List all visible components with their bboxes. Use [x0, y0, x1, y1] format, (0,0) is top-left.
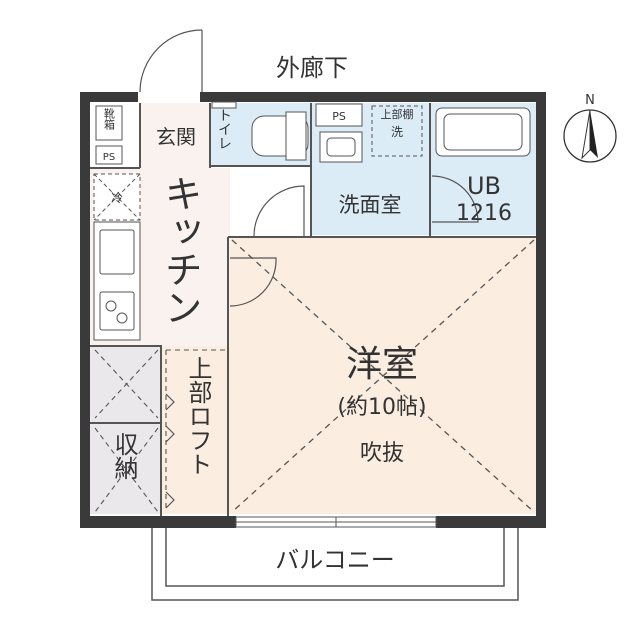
ps-box-entrance	[95, 145, 123, 165]
fukinuke-label: 吹抜	[360, 441, 404, 466]
balcony-window	[235, 516, 437, 528]
bath-door	[431, 175, 479, 223]
western-room-label: 洋室	[346, 344, 418, 385]
room-door	[229, 257, 277, 307]
entrance-door	[139, 29, 203, 93]
washbasin-bowl-icon	[326, 137, 356, 157]
upper-shelf-label: 上部棚	[381, 107, 414, 121]
compass-icon	[563, 109, 617, 163]
loft-label: 上部ロフト	[184, 356, 212, 476]
washroom-label: 洗面室	[339, 193, 402, 217]
shoe-box-label: 靴箱	[103, 107, 116, 131]
ub-label: UB	[467, 172, 501, 200]
bathtub-icon	[435, 107, 531, 157]
burner-2-icon	[116, 312, 128, 324]
fridge-label: 冷	[111, 191, 123, 205]
corridor-label: 外廊下	[276, 54, 348, 82]
ps-top-label: PS	[332, 110, 346, 123]
fukinuke-diagonals	[231, 239, 535, 513]
ladder-icon	[165, 393, 175, 509]
storage-lower	[90, 424, 160, 514]
toilet-window	[211, 101, 237, 109]
loft-floor	[162, 346, 232, 514]
entrance-label: 玄関	[156, 125, 196, 149]
kitchen-label: キッチン	[158, 174, 202, 326]
sink-icon	[99, 229, 135, 275]
toilet-label: トイレ	[216, 108, 232, 150]
storage-label: 収納	[110, 432, 138, 480]
ub-size-label: 1216	[456, 201, 512, 226]
balcony-label: バルコニー	[275, 546, 395, 574]
shoe-box	[95, 105, 123, 141]
fridge-cross	[93, 173, 141, 221]
north-label: N	[585, 93, 595, 108]
outer-walls	[80, 92, 546, 528]
loft-lines	[94, 349, 228, 513]
stove-icon	[99, 291, 135, 331]
washbasin-icon	[319, 131, 363, 163]
bathtub-inner-icon	[443, 113, 523, 151]
balcony	[151, 528, 519, 601]
entrance-floor	[140, 103, 210, 169]
washing-machine-label: 洗	[391, 125, 403, 139]
room-size-label: (約10帖)	[337, 395, 426, 420]
storage-upper	[90, 346, 160, 422]
washing-machine-space	[371, 105, 423, 157]
washroom-door	[253, 185, 305, 237]
toilet-tank-icon	[285, 111, 307, 161]
burner-1-icon	[105, 300, 117, 312]
ps-box-top	[315, 103, 363, 127]
interior-walls	[90, 103, 536, 516]
ps-entrance-label: PS	[103, 152, 115, 163]
